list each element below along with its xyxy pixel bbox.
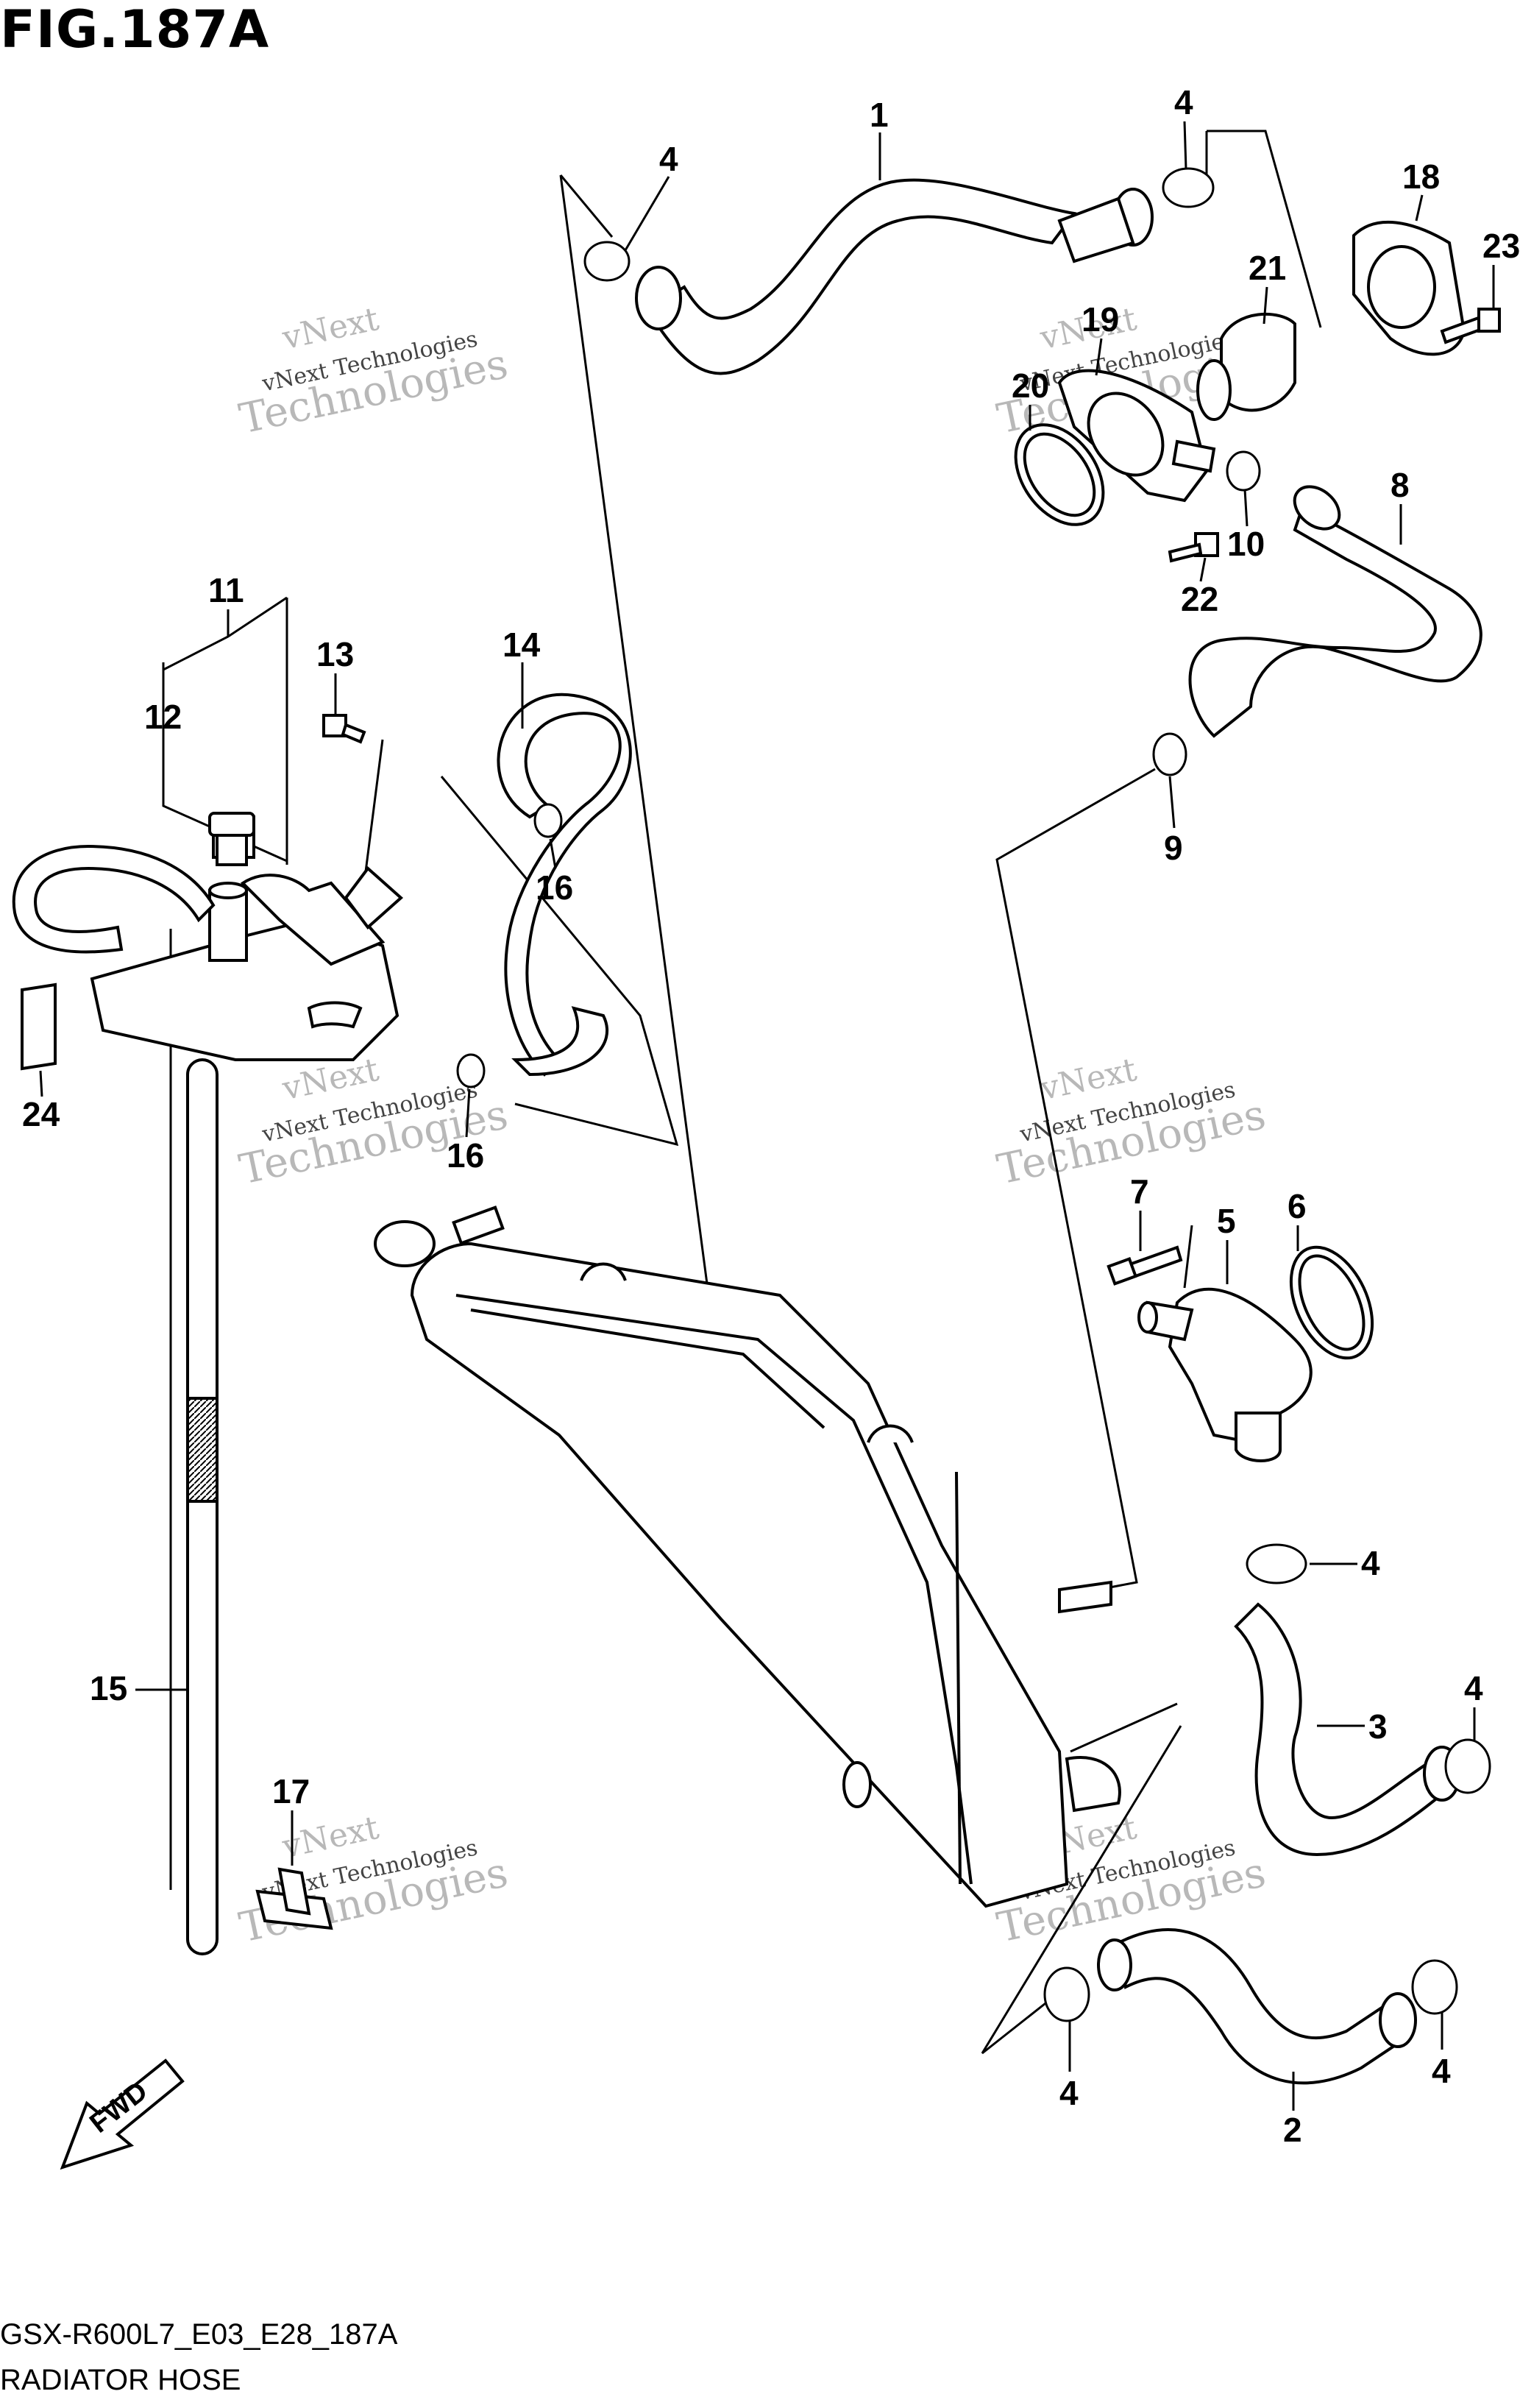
radiator	[374, 1205, 1121, 1908]
callout-9: 9	[1164, 829, 1183, 867]
callout-1: 1	[870, 96, 889, 134]
bolt-13	[322, 714, 366, 744]
callout-17: 17	[272, 1772, 310, 1810]
callout-19: 19	[1082, 300, 1119, 339]
clamp-10	[1226, 450, 1261, 492]
callout-16: 16	[536, 868, 573, 907]
callout-4: 4	[1432, 2052, 1451, 2090]
callout-15: 15	[90, 1669, 127, 1707]
housing-5	[1137, 1287, 1313, 1462]
callout-4: 4	[1059, 2074, 1079, 2112]
hose-8	[1188, 485, 1482, 738]
callout-14: 14	[502, 626, 541, 664]
cover-18	[1352, 220, 1466, 356]
reservoir-tank-11	[12, 815, 404, 1061]
watermark-top-left: vNext vNext Technologies Technologies	[235, 300, 512, 444]
figure-title: FIG.187A	[0, 0, 270, 60]
callout-2: 2	[1283, 2111, 1302, 2149]
thermostat-case-19	[1057, 369, 1216, 503]
callout-24: 24	[22, 1095, 60, 1133]
clip-17	[255, 1867, 333, 1930]
watermark-bottom-left: vNext vNext Technologies Technologies	[235, 1809, 512, 1952]
callout-20: 20	[1012, 366, 1049, 405]
callout-5: 5	[1217, 1202, 1236, 1240]
callout-16: 16	[447, 1136, 484, 1175]
figure-code: GSX-R600L7_E03_E28_187A	[0, 2318, 398, 2351]
callout-4: 4	[1464, 1669, 1483, 1707]
callout-18: 18	[1402, 157, 1440, 196]
fwd-arrow-icon: FWD	[60, 2058, 185, 2170]
bolt-7	[1107, 1245, 1183, 1286]
callout-21: 21	[1249, 249, 1286, 287]
callout-3: 3	[1368, 1707, 1388, 1746]
callout-4: 4	[1174, 83, 1193, 121]
label-24	[21, 982, 57, 1071]
callout-numbers: 1 4 4 18 23 21 19 20 8 10 22 9 11	[22, 83, 1520, 2149]
callout-23: 23	[1482, 227, 1520, 265]
callout-22: 22	[1181, 580, 1218, 618]
o-ring-6	[1289, 1245, 1374, 1360]
hose-15	[186, 1058, 219, 1955]
clamp-4	[583, 167, 1491, 2022]
o-ring-20	[1014, 423, 1105, 526]
callout-4: 4	[659, 140, 678, 178]
bolt-23	[1440, 308, 1501, 344]
callout-10: 10	[1227, 525, 1265, 563]
callout-12: 12	[144, 698, 182, 736]
thermostat-21	[1196, 312, 1296, 421]
clamp-9	[1152, 732, 1187, 776]
callout-13: 13	[316, 635, 354, 673]
hose-2	[1097, 1928, 1417, 2085]
callout-6: 6	[1288, 1187, 1307, 1225]
bolt-22	[1168, 532, 1219, 563]
callout-8: 8	[1391, 466, 1410, 504]
callout-11: 11	[208, 571, 244, 609]
callout-7: 7	[1130, 1172, 1149, 1211]
clamp-16	[456, 803, 563, 1088]
hose-3	[1234, 1602, 1461, 1857]
callout-4: 4	[1361, 1544, 1380, 1582]
figure-name: RADIATOR HOSE	[0, 2364, 241, 2396]
cap-12	[208, 812, 255, 866]
hose-1	[635, 178, 1154, 375]
hose-14	[497, 693, 632, 1077]
watermark-mid-right: vNext vNext Technologies Technologies	[993, 1051, 1270, 1194]
